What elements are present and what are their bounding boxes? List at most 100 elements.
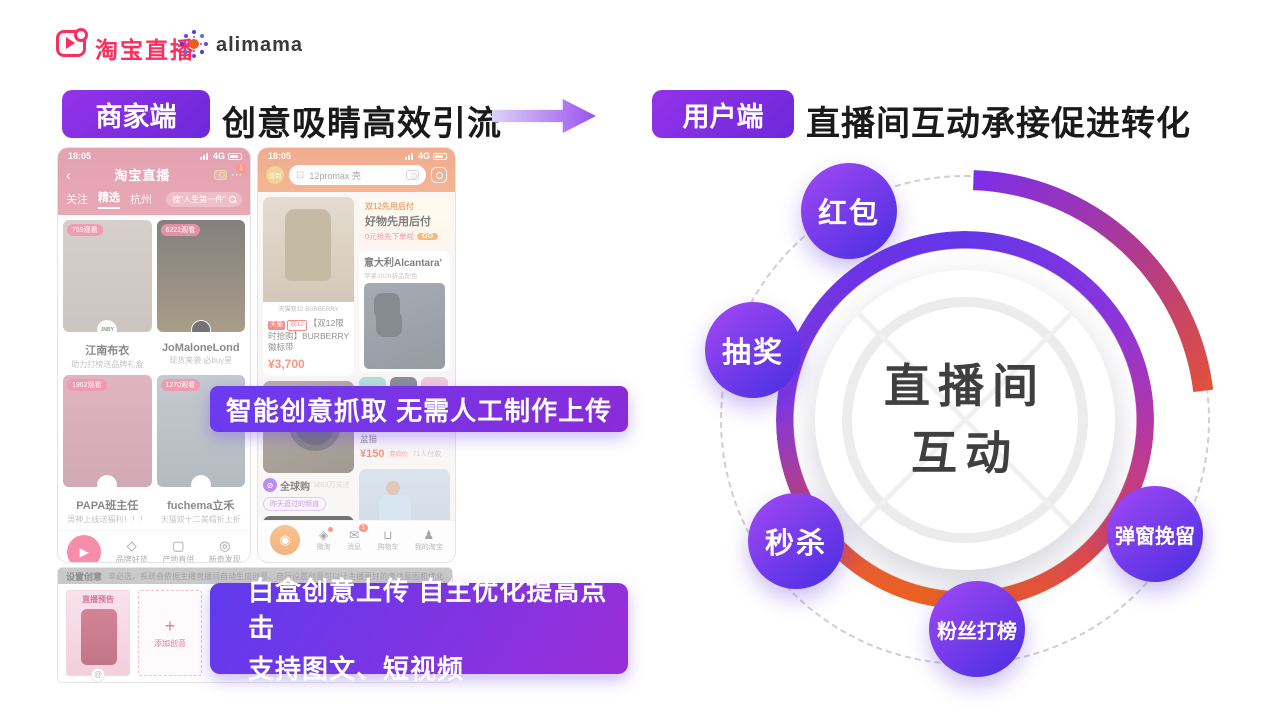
live-card-subtitle: 助力打榜送品牌礼盒: [71, 360, 144, 369]
user-icon: ♟: [423, 527, 435, 542]
add-creative-button[interactable]: + 添加创意: [138, 590, 202, 676]
tab-hangzhou[interactable]: 杭州: [130, 194, 152, 206]
scan-icon[interactable]: ⊡: [296, 169, 305, 181]
live-card-image: 1962观看: [63, 375, 152, 487]
network-label: 4G: [212, 151, 225, 161]
live-card[interactable]: 6221观看 JoMaloneLond 现货来袭 必buy星: [156, 220, 245, 370]
tab-follow[interactable]: 关注: [66, 194, 88, 206]
live-card-subtitle: 天猫双十二美帽折上折: [160, 515, 241, 524]
alimama-logo-text: alimama: [216, 34, 304, 56]
back-button[interactable]: ‹: [66, 166, 71, 183]
battery-icon: [433, 152, 447, 160]
diagram-center-title: 直播间 互动: [884, 360, 1046, 479]
assistant-icon[interactable]: [431, 167, 447, 183]
creative-thumbnail-figure: [81, 609, 117, 665]
live-card[interactable]: 1962观看 PAPA班主任 男神上线送福利！！！: [63, 375, 152, 525]
taobao-live-logo-icon: [56, 28, 88, 57]
globalbuy-name[interactable]: 全球购: [280, 481, 310, 493]
tabbar-item-weitao[interactable]: ◈微淘: [316, 526, 333, 551]
tabbar-item-my-taobao[interactable]: ♟我的淘宝: [414, 527, 443, 551]
network-label: 4G: [417, 151, 430, 161]
search-icon: [229, 195, 236, 203]
alimama-logo-icon: [178, 28, 210, 60]
checkin-button[interactable]: 签到: [266, 166, 284, 184]
tiffany-price: ¥150: [360, 448, 385, 461]
alcantara-title: 意大利Alcantara': [364, 258, 442, 269]
notification-badge: 1: [236, 163, 246, 173]
tabbar-item-brand-goods[interactable]: ◇品牌好货: [115, 538, 148, 562]
message-count-badge: 1: [358, 523, 368, 532]
live-card-title: PAPA班主任: [76, 500, 139, 512]
user-side-title: 直播间互动承接促进转化: [806, 105, 1191, 143]
tab-featured[interactable]: 精选: [98, 189, 120, 209]
taobao-header: 18:05 4G 签到 ⊡ 12promax 壳: [258, 148, 455, 192]
tabbar-item-cart[interactable]: ⊔购物车: [377, 527, 399, 551]
alcantara-subtitle: 苹果2020新品配色: [364, 273, 418, 280]
viewers-badge: 1962观看: [67, 379, 107, 391]
taobao-live-app-screenshot: 18:05 4G ‹ 淘宝直播 ⋯ 1 关注 精选 杭州: [58, 148, 250, 562]
merchant-side-badge: 商家端: [62, 90, 210, 138]
whitebox-line1: 白盒创意上传 自主优化提高点击: [248, 576, 608, 643]
smart-creative-callout: 智能创意抓取 无需人工制作上传: [210, 386, 628, 432]
flow-arrow-icon: [492, 99, 596, 133]
promo-go-button[interactable]: GO: [417, 233, 439, 240]
coupon-tag: 券后价: [387, 450, 410, 459]
live-search-input[interactable]: 搜"人生第一件": [166, 191, 242, 207]
double12-chip: 双12: [287, 320, 307, 331]
whitebox-line2: 支持图文、短视频: [248, 654, 465, 684]
taobao-home-button[interactable]: ◉: [270, 525, 301, 555]
globalbuy-icon: ⊘: [263, 478, 277, 493]
viewers-badge: 6221观看: [160, 224, 201, 236]
product-image: [263, 197, 354, 302]
visited-channel-pill[interactable]: 昨天逛过的频道: [263, 496, 326, 511]
bubble-red-packet: 红包: [801, 163, 897, 259]
weitao-icon: ◈: [318, 527, 329, 542]
diagram-center-circle: 直播间 互动: [815, 270, 1115, 570]
shop-avatar: [190, 475, 211, 487]
battery-icon: [228, 152, 242, 160]
user-side-badge: 用户端: [652, 90, 794, 138]
cart-icon: ⊔: [383, 527, 393, 542]
product-card-burberry[interactable]: 天猫双12·BURBERRY 天猫双12【双12限时抢购】BURBERRY 徽标…: [263, 197, 354, 376]
bubble-fan-ranking: 粉丝打榜: [929, 581, 1025, 677]
live-card-image: 6221观看: [156, 220, 245, 332]
taobao-app-screenshot: 18:05 4G 签到 ⊡ 12promax 壳: [258, 148, 455, 562]
search-text: 12promax 壳: [309, 170, 361, 181]
tabbar-item-discover[interactable]: ◎新奇发现: [208, 538, 241, 562]
live-card[interactable]: 769观看 JNBY 江南布衣 助力打榜送品牌礼盒: [63, 220, 152, 370]
plus-icon: +: [164, 615, 176, 636]
signal-icon: [404, 152, 415, 160]
add-creative-label: 添加创意: [154, 638, 186, 648]
viewers-badge: 1270观看: [160, 379, 201, 391]
promo-card[interactable]: 双12先用后付 好物先用后付 0元抢先下单啦 GO: [359, 197, 450, 246]
discover-icon: ◎: [219, 538, 231, 553]
creative-thumbnail[interactable]: 直播预告 @: [66, 590, 130, 682]
live-home-button[interactable]: ▶: [67, 535, 102, 562]
camera-search-icon[interactable]: [406, 170, 419, 180]
taobao-search-input[interactable]: ⊡ 12promax 壳: [289, 165, 426, 185]
red-dot-badge: [327, 526, 333, 532]
message-icon: ✉: [348, 527, 359, 542]
paid-count: 71人付款: [412, 451, 442, 459]
camera-icon[interactable]: [214, 169, 227, 180]
shop-avatar: [190, 320, 211, 332]
product-card-alcantara[interactable]: 意大利Alcantara' 苹果2020新品配色: [359, 251, 450, 372]
box-icon: ▢: [172, 538, 185, 553]
signal-icon: [199, 152, 210, 160]
bubble-lottery: 抽奖: [705, 302, 801, 398]
mention-icon: @: [91, 668, 105, 682]
globalbuy-followers: 1693万关注: [313, 482, 350, 490]
tabbar-item-origin-supply[interactable]: ▢产地直供: [162, 538, 195, 562]
status-time: 18:05: [68, 151, 92, 161]
live-app-title: 淘宝直播: [114, 168, 171, 183]
search-placeholder: 搜"人生第一件": [172, 194, 226, 204]
product-caption: 天猫双12·BURBERRY: [263, 302, 354, 315]
live-app-header: 18:05 4G ‹ 淘宝直播 ⋯ 1 关注 精选 杭州: [58, 148, 250, 215]
live-card-title: fuchema立禾: [167, 500, 235, 512]
creative-thumbnail-label: 直播预告: [82, 595, 114, 604]
whitebox-creative-callout: 白盒创意上传 自主优化提高点击 支持图文、短视频: [210, 576, 628, 684]
shop-avatar: JNBY: [97, 320, 118, 332]
more-icon[interactable]: ⋯: [231, 168, 242, 181]
